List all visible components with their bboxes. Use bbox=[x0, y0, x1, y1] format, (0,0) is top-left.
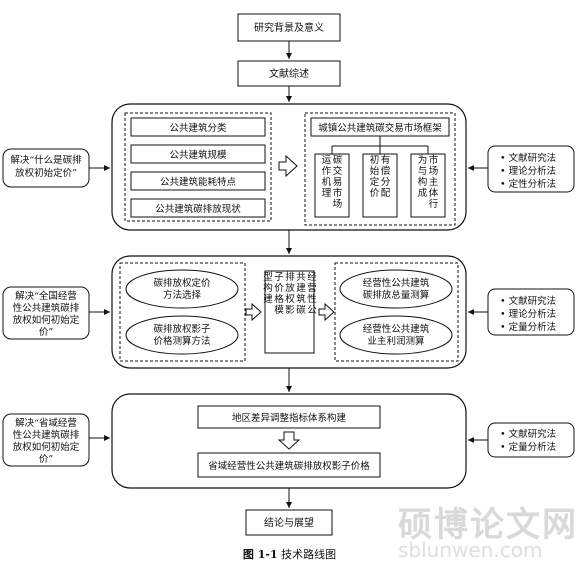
subbox-actors: 市场主体行为与构成 bbox=[410, 153, 446, 218]
stage1-method-3: • 定性分析法 bbox=[500, 178, 556, 190]
oval-owner-profit-label: 经营性公共建筑业主利润测算 bbox=[363, 323, 430, 347]
oval-total-emission: 经营性公共建筑碳排放总量测算 bbox=[339, 269, 453, 309]
stage2-panel: 碳排放权定价方法选择 碳排放权影子价格测算方法 经营性公共建筑碳排放权影子价格模… bbox=[111, 255, 467, 369]
stage2-method-2: • 理论分析法 bbox=[500, 308, 556, 320]
step-review: 文献综述 bbox=[237, 60, 341, 87]
stage1-method-2: • 理论分析法 bbox=[500, 165, 556, 177]
stage2-side-text: 解决“全国经营性公共建筑碳排放权如何初始定价” bbox=[13, 290, 80, 338]
subbox-mechanism-label: 碳交易市场运作机理 bbox=[322, 154, 343, 210]
stage3-methods: • 文献研究法 • 定量分析法 bbox=[487, 422, 575, 458]
oval-total-emission-label: 经营性公共建筑碳排放总量测算 bbox=[363, 277, 430, 301]
model-construction-label: 经营性公共建筑碳排放权影子价格模型构建 bbox=[263, 271, 317, 316]
stage3-side-text: 解决“省域经营性公共建筑碳排放权如何初始定价” bbox=[13, 417, 80, 465]
stage3-side-label: 解决“省域经营性公共建筑碳排放权如何初始定价” bbox=[2, 413, 90, 467]
framework-title-box: 城镇公共建筑碳交易市场框架 bbox=[310, 117, 450, 137]
stage1-item-1: 公共建筑分类 bbox=[130, 117, 266, 137]
figure-title: 技术路线图 bbox=[281, 548, 337, 561]
stage1-item-3-label: 公共建筑能耗特点 bbox=[160, 176, 237, 188]
stage1-side-label: 解决“什么是碳排放权初始定价” bbox=[2, 148, 90, 188]
model-construction-box: 经营性公共建筑碳排放权影子价格模型构建 bbox=[263, 270, 317, 354]
stage3-method-1: • 文献研究法 bbox=[500, 428, 556, 440]
subbox-allocation: 有偿分配初始定价 bbox=[362, 153, 398, 218]
step-background-label: 研究背景及意义 bbox=[254, 21, 324, 34]
region-index-label: 地区差异调整指标体系构建 bbox=[232, 412, 347, 424]
step-background: 研究背景及意义 bbox=[237, 13, 341, 42]
step-conclusion-label: 结论与展望 bbox=[264, 516, 314, 529]
oval-pricing-method: 碳排放权定价方法选择 bbox=[125, 269, 239, 309]
stage1-method-1: • 文献研究法 bbox=[500, 152, 556, 164]
oval-shadow-price-method: 碳排放权影子价格测算方法 bbox=[125, 315, 239, 355]
stage1-methods: • 文献研究法 • 理论分析法 • 定性分析法 bbox=[487, 145, 575, 193]
subbox-mechanism: 碳交易市场运作机理 bbox=[314, 153, 350, 218]
hollow-arrow-right-icon bbox=[318, 302, 335, 322]
stage1-item-3: 公共建筑能耗特点 bbox=[130, 171, 266, 191]
oval-pricing-method-label: 碳排放权定价方法选择 bbox=[153, 277, 211, 301]
stage1-item-2-label: 公共建筑规模 bbox=[169, 149, 227, 161]
stage1-item-4: 公共建筑碳排放现状 bbox=[130, 198, 266, 218]
provincial-price-box: 省域经营性公共建筑碳排放权影子价格 bbox=[197, 452, 381, 478]
provincial-price-label: 省域经营性公共建筑碳排放权影子价格 bbox=[208, 460, 370, 472]
stage3-method-2: • 定量分析法 bbox=[500, 441, 556, 453]
stage1-item-4-label: 公共建筑碳排放现状 bbox=[155, 203, 241, 215]
oval-shadow-price-method-label: 碳排放权影子价格测算方法 bbox=[153, 323, 211, 347]
stage1-item-2: 公共建筑规模 bbox=[130, 144, 266, 164]
step-review-label: 文献综述 bbox=[269, 67, 309, 80]
watermark-logo-text: 硕博论文网 bbox=[398, 505, 578, 545]
hollow-arrow-down-icon bbox=[277, 431, 301, 450]
stage3-panel: 地区差异调整指标体系构建 省域经营性公共建筑碳排放权影子价格 bbox=[111, 393, 467, 489]
stage2-method-1: • 文献研究法 bbox=[500, 295, 556, 307]
stage1-panel: 公共建筑分类 公共建筑规模 公共建筑能耗特点 公共建筑碳排放现状 城镇公共建筑碳… bbox=[111, 103, 467, 231]
stage2-methods: • 文献研究法 • 理论分析法 • 定量分析法 bbox=[487, 288, 575, 336]
subbox-actors-label: 市场主体行为与构成 bbox=[418, 154, 439, 210]
framework-title-label: 城镇公共建筑碳交易市场框架 bbox=[318, 122, 442, 134]
oval-owner-profit: 经营性公共建筑业主利润测算 bbox=[339, 315, 453, 355]
stage1-side-text: 解决“什么是碳排放权初始定价” bbox=[10, 154, 82, 179]
stage1-item-1-label: 公共建筑分类 bbox=[169, 122, 227, 134]
watermark-url: sblunwen.com bbox=[398, 538, 543, 562]
hollow-arrow-right-icon bbox=[278, 154, 298, 178]
subbox-allocation-label: 有偿分配初始定价 bbox=[370, 154, 391, 199]
step-conclusion: 结论与展望 bbox=[245, 509, 333, 536]
figure-caption: 图 1-1 技术路线图 bbox=[0, 546, 579, 562]
stage2-side-label: 解决“全国经营性公共建筑碳排放权如何初始定价” bbox=[2, 286, 90, 340]
figure-number: 图 1-1 bbox=[242, 548, 278, 561]
region-index-box: 地区差异调整指标体系构建 bbox=[197, 405, 381, 429]
stage2-method-3: • 定量分析法 bbox=[500, 321, 556, 333]
hollow-arrow-right-icon bbox=[245, 302, 262, 322]
